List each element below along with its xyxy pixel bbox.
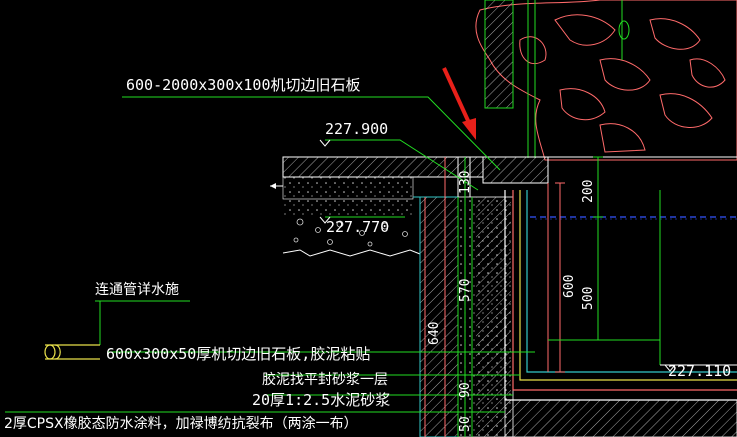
rock-outline bbox=[475, 0, 737, 161]
upper-wall-hatch bbox=[484, 0, 514, 109]
red-arrow-annotation bbox=[442, 67, 476, 140]
pipe-symbol bbox=[44, 344, 100, 360]
main-wall bbox=[419, 196, 459, 437]
dim-50: 50 bbox=[458, 416, 473, 432]
label-elev-mid: 227.770 bbox=[326, 218, 389, 236]
label-pipe-note: 连通管详水施 bbox=[95, 282, 179, 298]
dim-600: 600 bbox=[562, 275, 577, 298]
label-layer-3: 20厚1:2.5水泥砂浆 bbox=[252, 391, 390, 409]
label-layer-1: 600x300x50厚机切边旧石板,胶泥粘贴 bbox=[106, 345, 370, 363]
label-layer-2: 胶泥找平封砂浆一层 bbox=[262, 371, 388, 388]
label-elev-top: 227.900 bbox=[325, 120, 388, 138]
label-stone-slab-top: 600-2000x300x100机切边旧石板 bbox=[126, 76, 361, 94]
dim-200: 200 bbox=[581, 180, 596, 203]
dim-500: 500 bbox=[581, 287, 596, 310]
dim-90: 90 bbox=[458, 382, 473, 398]
dim-570: 570 bbox=[458, 279, 473, 302]
dim-640: 640 bbox=[427, 322, 442, 345]
dim-130: 130 bbox=[458, 171, 473, 194]
label-layer-4: 2厚CPSX橡胶态防水涂料，加禄博纺抗裂布（两涂一布） bbox=[4, 415, 358, 432]
label-elev-right: 227.110 bbox=[668, 362, 731, 380]
